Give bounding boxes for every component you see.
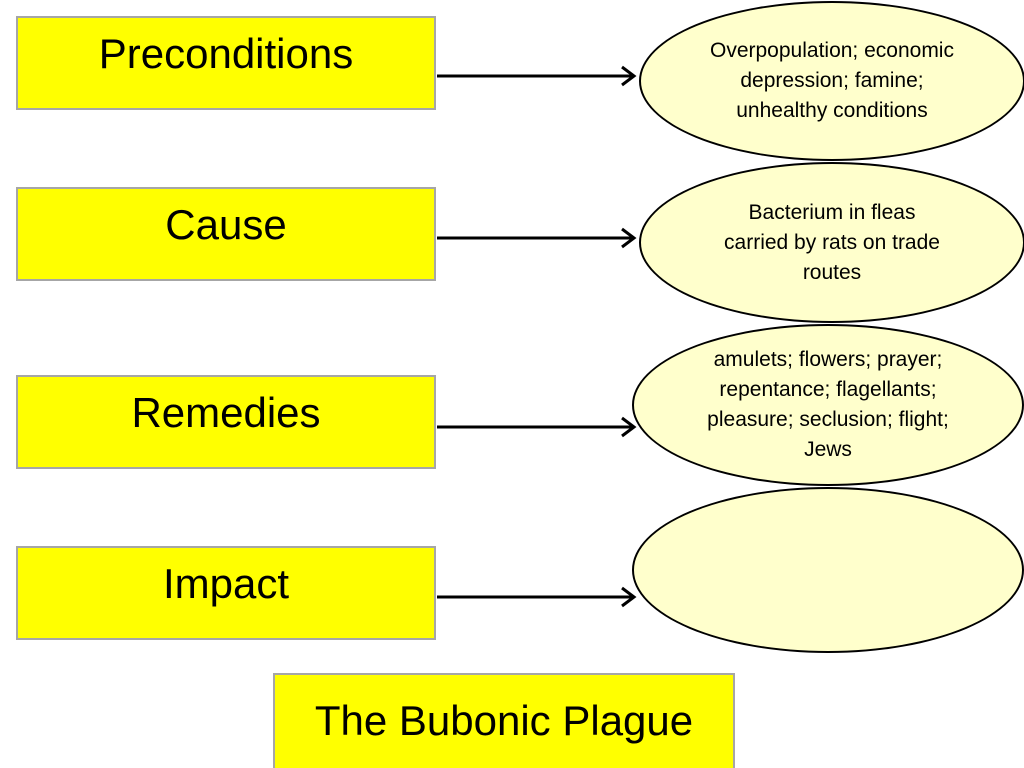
arrow-remedies — [437, 416, 637, 438]
description-preconditions: Overpopulation; economic depression; fam… — [710, 39, 954, 122]
description-cause: Bacterium in fleas carried by rats on tr… — [724, 200, 940, 284]
ellipse-preconditions: Overpopulation; economic depression; fam… — [639, 1, 1024, 161]
description-remedies: amulets; flowers; prayer; repentance; fl… — [707, 348, 949, 461]
label-remedies: Remedies — [131, 389, 321, 436]
arrow-impact — [437, 586, 637, 608]
box-preconditions: Preconditions — [16, 16, 436, 110]
diagram-title: The Bubonic Plague — [314, 696, 694, 744]
ellipse-cause: Bacterium in fleas carried by rats on tr… — [639, 162, 1024, 323]
label-cause: Cause — [165, 201, 287, 248]
label-preconditions: Preconditions — [98, 30, 354, 77]
title-box: The Bubonic Plague — [273, 673, 735, 768]
box-impact: Impact — [16, 546, 436, 640]
arrow-cause — [437, 227, 637, 249]
label-impact: Impact — [162, 560, 290, 607]
arrow-preconditions — [437, 65, 637, 87]
box-remedies: Remedies — [16, 375, 436, 469]
ellipse-impact — [632, 487, 1024, 653]
box-cause: Cause — [16, 187, 436, 281]
ellipse-remedies: amulets; flowers; prayer; repentance; fl… — [632, 324, 1024, 486]
